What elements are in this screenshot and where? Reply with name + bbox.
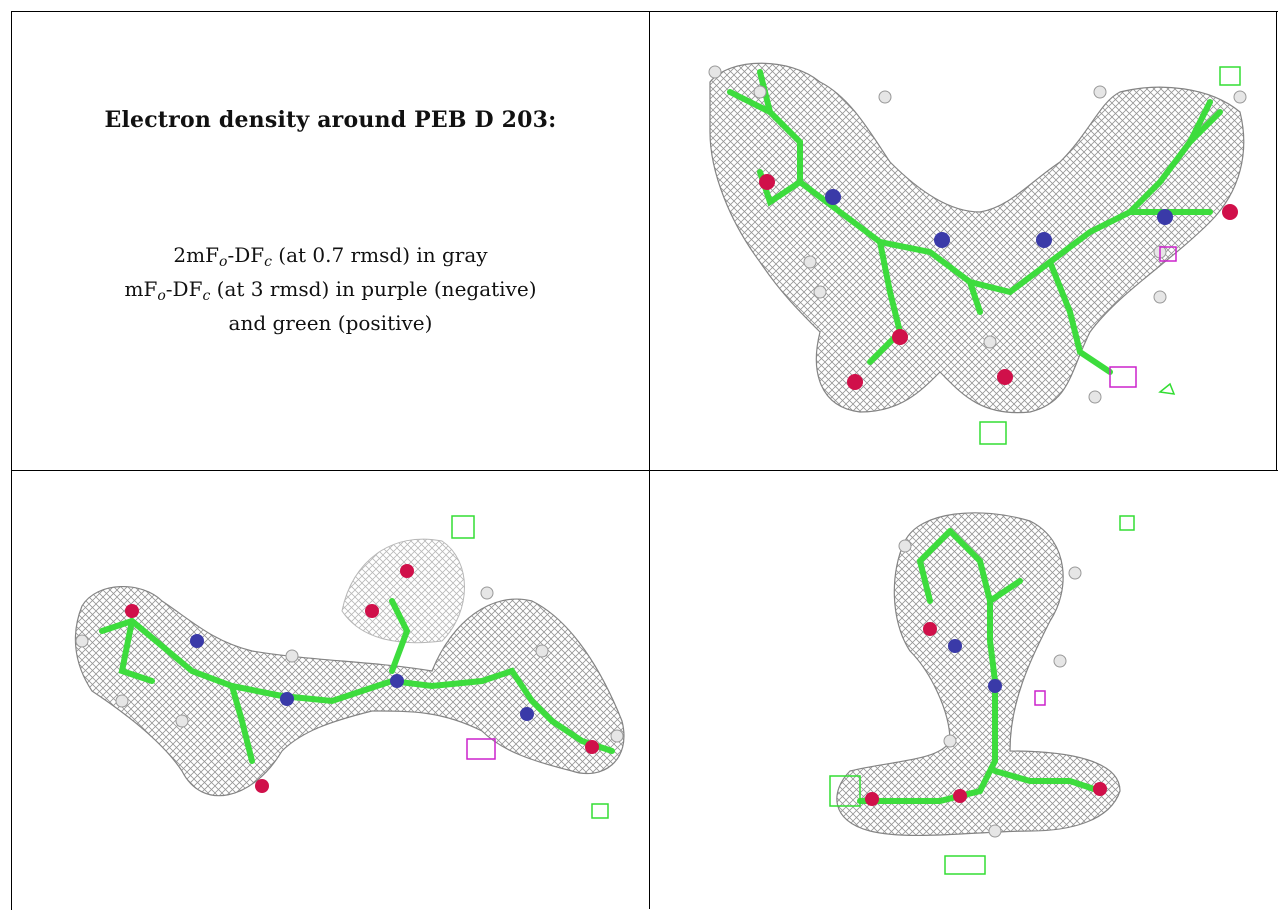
- density-image-side: [74, 515, 625, 819]
- caption-cell: Electron density around PEB D 203: 2mFo-…: [12, 12, 649, 470]
- positive-density-blob: [451, 515, 475, 539]
- hydrogen-atom: [610, 729, 624, 743]
- nitrogen-atom: [280, 692, 294, 706]
- hydrogen-atom: [753, 85, 767, 99]
- hydrogen-atom: [1233, 90, 1247, 104]
- molecule-bonds: [857, 528, 1103, 804]
- hydrogen-atom: [813, 285, 827, 299]
- molecule-atoms: [75, 564, 624, 793]
- hydrogen-atom: [898, 539, 912, 553]
- oxygen-atom: [865, 792, 879, 806]
- hydrogen-atom: [285, 649, 299, 663]
- density-view-top: [650, 471, 1276, 909]
- legend-sub: c: [264, 254, 272, 270]
- nitrogen-atom: [948, 639, 962, 653]
- molecule-atoms: [708, 65, 1247, 404]
- nitrogen-atom: [520, 707, 534, 721]
- hydrogen-atom: [1093, 85, 1107, 99]
- legend-text: -DF: [227, 243, 265, 267]
- gray-density-mesh: [836, 512, 1121, 837]
- hydrogen-atom: [1053, 654, 1067, 668]
- gray-density-mesh: [709, 62, 1245, 414]
- negative-density-blob: [1034, 690, 1046, 706]
- nitrogen-atom: [988, 679, 1002, 693]
- legend-text: (at 0.7 rmsd) in gray: [271, 243, 488, 267]
- legend-text: mF: [124, 277, 158, 301]
- nitrogen-atom: [934, 232, 950, 248]
- caption-legend: 2mFo-DFc (at 0.7 rmsd) in gray mFo-DFc (…: [12, 242, 649, 337]
- legend-sub: o: [219, 254, 228, 270]
- nitrogen-atom: [825, 189, 841, 205]
- hydrogen-atom: [988, 824, 1002, 838]
- legend-line-colors: and green (positive): [228, 311, 433, 335]
- gray-density-mesh: [74, 585, 625, 797]
- density-view-side: [12, 471, 649, 909]
- positive-density-blob: [1158, 382, 1176, 395]
- nitrogen-atom: [190, 634, 204, 648]
- positive-density-blob: [1119, 515, 1135, 531]
- table-divider-horizontal: [11, 470, 1278, 471]
- oxygen-atom: [892, 329, 908, 345]
- oxygen-atom: [400, 564, 414, 578]
- figure-table: [11, 11, 1278, 910]
- oxygen-atom: [1222, 204, 1238, 220]
- oxygen-atom: [923, 622, 937, 636]
- hydrogen-atom: [878, 90, 892, 104]
- oxygen-atom: [365, 604, 379, 618]
- density-image-top: [829, 512, 1135, 875]
- legend-sub: c: [202, 288, 211, 304]
- nitrogen-atom: [390, 674, 404, 688]
- negative-density-blob: [1159, 246, 1177, 262]
- positive-density-blob: [1219, 66, 1241, 86]
- nitrogen-atom: [1036, 232, 1052, 248]
- hydrogen-atom: [803, 255, 817, 269]
- oxygen-atom: [847, 374, 863, 390]
- hydrogen-atom: [75, 634, 89, 648]
- hydrogen-atom: [943, 734, 957, 748]
- oxygen-atom: [759, 174, 775, 190]
- hydrogen-atom: [535, 644, 549, 658]
- difference-density: [979, 66, 1241, 445]
- hydrogen-atom: [115, 694, 129, 708]
- positive-density-blob: [944, 855, 986, 875]
- hydrogen-atom: [1068, 566, 1082, 580]
- legend-line-gray: 2mFo-DFc (at 0.7 rmsd) in gray: [12, 242, 649, 276]
- table-divider-vertical: [649, 11, 650, 909]
- oxygen-atom: [125, 604, 139, 618]
- oxygen-atom: [585, 740, 599, 754]
- negative-density-blob: [466, 738, 496, 760]
- caption-title: Electron density around PEB D 203:: [104, 107, 557, 133]
- hydrogen-atom: [708, 65, 722, 79]
- positive-density-blob: [829, 775, 861, 807]
- legend-text: 2mF: [173, 243, 219, 267]
- positive-density-blob: [979, 421, 1007, 445]
- difference-density: [451, 515, 609, 819]
- difference-density: [829, 515, 1135, 875]
- legend-text: (at 3 rmsd) in purple (negative): [210, 277, 537, 301]
- hydrogen-atom: [983, 335, 997, 349]
- positive-density-blob: [591, 803, 609, 819]
- hydrogen-atom: [175, 714, 189, 728]
- legend-sub: o: [157, 288, 166, 304]
- oxygen-atom: [255, 779, 269, 793]
- table-border-right: [1276, 11, 1277, 471]
- legend-text: -DF: [165, 277, 203, 301]
- negative-density-blob: [1109, 366, 1137, 388]
- nitrogen-atom: [1157, 209, 1173, 225]
- oxygen-atom: [1093, 782, 1107, 796]
- legend-line-difference: mFo-DFc (at 3 rmsd) in purple (negative): [12, 276, 649, 310]
- density-image-front: [708, 62, 1247, 445]
- oxygen-atom: [997, 369, 1013, 385]
- hydrogen-atom: [1088, 390, 1102, 404]
- hydrogen-atom: [1153, 290, 1167, 304]
- density-view-front: [650, 12, 1276, 470]
- oxygen-atom: [953, 789, 967, 803]
- hydrogen-atom: [480, 586, 494, 600]
- molecule-atoms: [865, 539, 1107, 838]
